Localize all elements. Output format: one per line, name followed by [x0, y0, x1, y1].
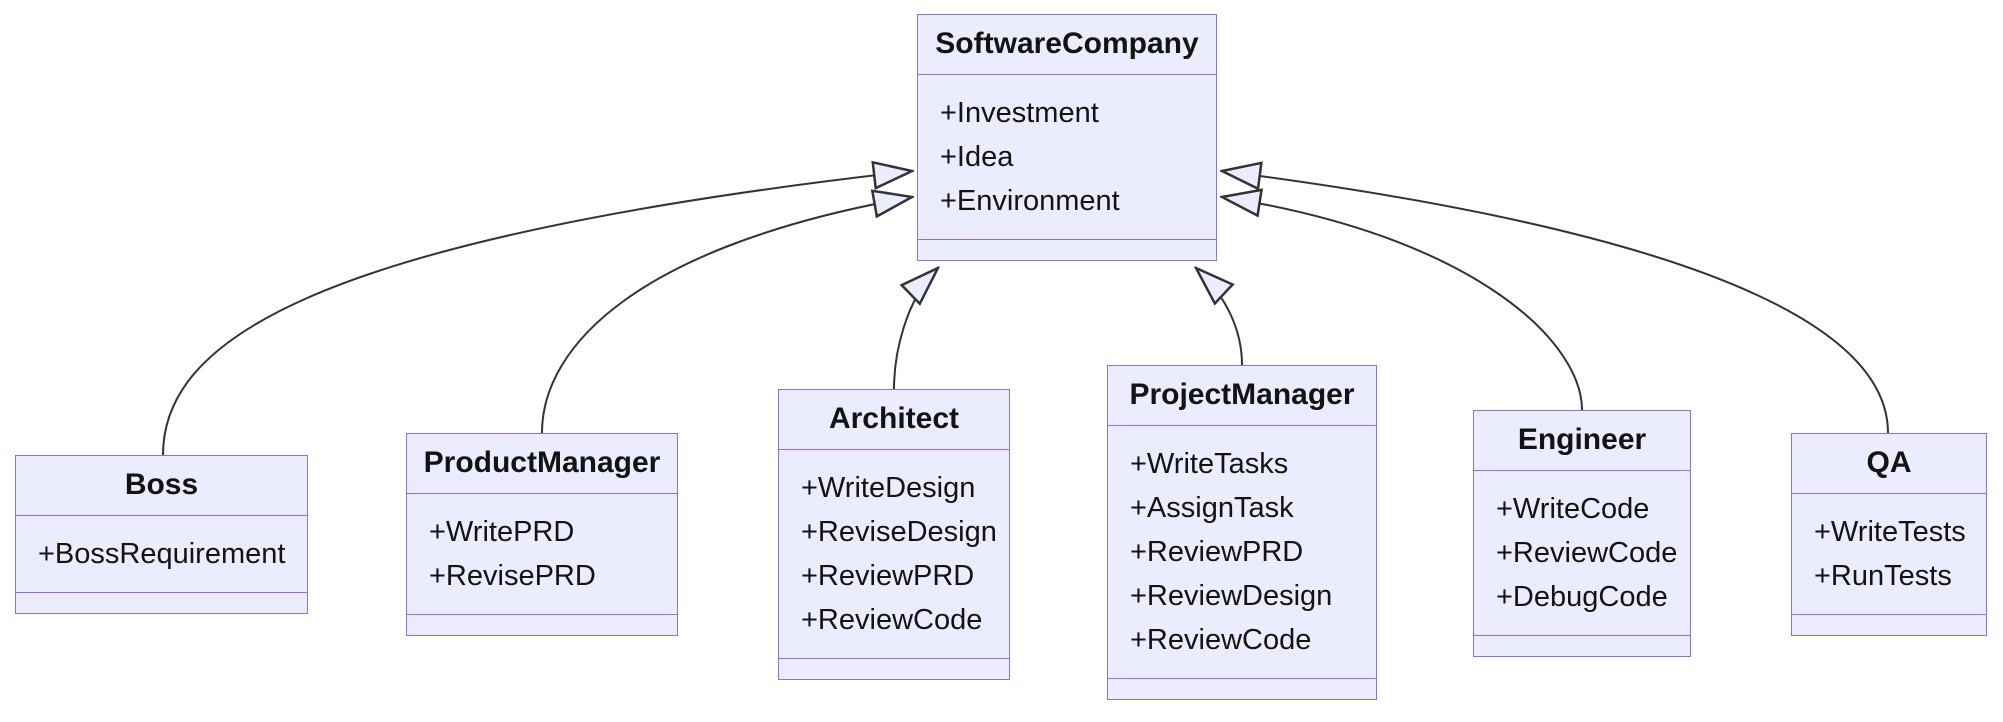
class-member: +RevisePRD — [429, 560, 596, 592]
class-member: +ReviewCode — [1496, 537, 1678, 569]
class-members-section: +WritePRD +RevisePRD — [407, 494, 677, 615]
class-member: +ReviewPRD — [801, 560, 975, 592]
class-node-projectmanager: ProjectManager +WriteTasks +AssignTask +Re… — [1107, 365, 1377, 700]
class-members-section: +WriteDesign +ReviseDesign +ReviewPRD +Revi… — [779, 450, 1009, 659]
class-title: QA — [1792, 434, 1986, 494]
edge-boss-inherits-softwarecompany — [162, 171, 912, 456]
class-member: +WriteTasks — [1130, 448, 1289, 480]
class-members-section: +Investment +Idea +Environment — [918, 75, 1216, 240]
class-members-section: +WriteTasks +AssignTask +ReviewPRD +ReviewD… — [1108, 426, 1376, 679]
class-methods-section-empty — [918, 240, 1216, 260]
class-member: +ReviewPRD — [1130, 536, 1304, 568]
class-methods-section-empty — [1792, 615, 1986, 635]
edge-architect-inherits-softwarecompany — [893, 268, 938, 390]
class-title: Engineer — [1474, 411, 1690, 471]
class-member: +DebugCode — [1496, 581, 1668, 613]
class-member: +ReviewDesign — [1130, 580, 1333, 612]
class-member: +WritePRD — [429, 516, 575, 548]
class-members-section: +BossRequirement — [16, 516, 307, 593]
class-member: +Idea — [940, 141, 1014, 173]
class-node-softwarecompany: SoftwareCompany +Investment +Idea +Environ… — [917, 14, 1217, 261]
class-member: +WriteTests — [1814, 516, 1966, 548]
class-member: +ReviewCode — [801, 604, 983, 636]
class-member: +Investment — [940, 97, 1099, 129]
class-member: +RunTests — [1814, 560, 1952, 592]
class-node-boss: Boss +BossRequirement — [15, 455, 308, 614]
class-title: Architect — [779, 390, 1009, 450]
class-node-architect: Architect +WriteDesign +ReviseDesign +Revi… — [778, 389, 1010, 680]
class-node-productmanager: ProductManager +WritePRD +RevisePRD — [406, 433, 678, 636]
edge-engineer-inherits-softwarecompany — [1222, 197, 1583, 411]
class-member: +WriteDesign — [801, 472, 976, 504]
class-node-qa: QA +WriteTests +RunTests — [1791, 433, 1987, 636]
class-methods-section-empty — [1474, 636, 1690, 656]
class-methods-section-empty — [1108, 679, 1376, 699]
class-methods-section-empty — [407, 615, 677, 635]
class-member: +BossRequirement — [38, 538, 286, 570]
edge-productmanager-inherits-softwarecompany — [541, 197, 912, 434]
edge-qa-inherits-softwarecompany — [1222, 171, 1889, 434]
class-methods-section-empty — [16, 593, 307, 613]
edge-projectmanager-inherits-softwarecompany — [1196, 268, 1243, 366]
class-members-section: +WriteTests +RunTests — [1792, 494, 1986, 615]
class-member: +WriteCode — [1496, 493, 1650, 525]
class-member: +ReviewCode — [1130, 624, 1312, 656]
class-title: ProductManager — [407, 434, 677, 494]
class-node-engineer: Engineer +WriteCode +ReviewCode +DebugCode — [1473, 410, 1691, 657]
class-member: +AssignTask — [1130, 492, 1294, 524]
class-methods-section-empty — [779, 659, 1009, 679]
class-title: Boss — [16, 456, 307, 516]
class-title: ProjectManager — [1108, 366, 1376, 426]
class-member: +Environment — [940, 185, 1120, 217]
class-member: +ReviseDesign — [801, 516, 997, 548]
class-title: SoftwareCompany — [918, 15, 1216, 75]
class-members-section: +WriteCode +ReviewCode +DebugCode — [1474, 471, 1690, 636]
